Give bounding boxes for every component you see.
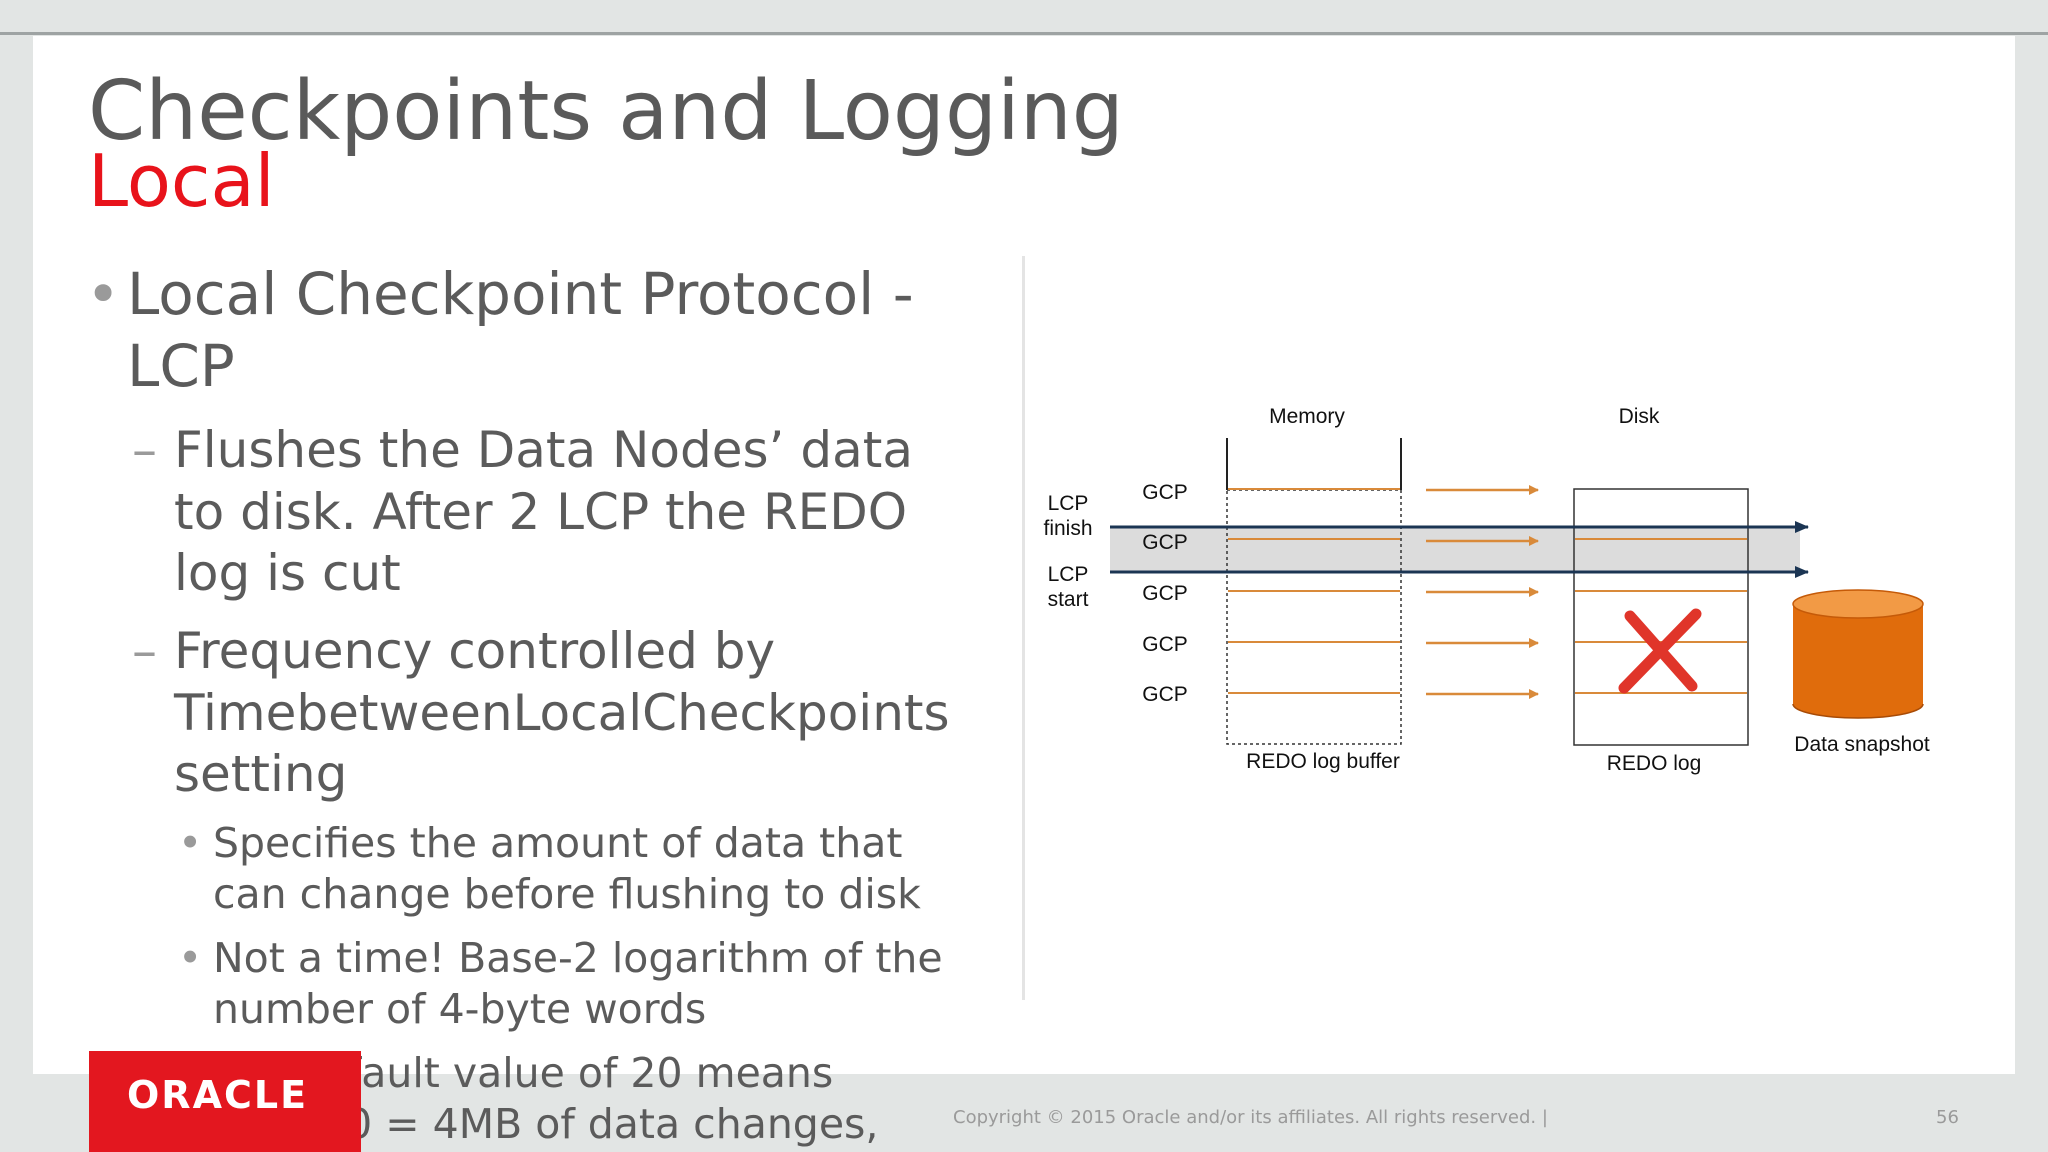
redo-log-box bbox=[1573, 488, 1749, 746]
redo-log-buffer-label: REDO log buffer bbox=[1246, 750, 1400, 773]
lcp-finish-label-line1: LCP bbox=[1048, 492, 1089, 515]
oracle-logo-text: ORACLE bbox=[127, 1073, 309, 1117]
slide-title: Checkpoints and Logging bbox=[88, 64, 1124, 159]
lcp-finish-label-line2: finish bbox=[1043, 517, 1092, 540]
transfer-arrows bbox=[1426, 485, 1539, 699]
gcp-label: GCP bbox=[1142, 481, 1188, 504]
oracle-logo: ORACLE bbox=[89, 1051, 361, 1152]
bullet-lcp-line2: LCP bbox=[127, 332, 235, 400]
data-snapshot-label: Data snapshot bbox=[1794, 733, 1930, 756]
page-number: 56 bbox=[1936, 1107, 1959, 1128]
bullet-marker: • bbox=[178, 819, 203, 867]
bullet-marker: • bbox=[86, 260, 121, 328]
bullet-flushes-line2: to disk. After 2 LCP the REDO bbox=[174, 483, 908, 541]
column-divider bbox=[1022, 256, 1025, 1000]
lcp-start-label-line1: LCP bbox=[1048, 563, 1089, 586]
bullet-marker: • bbox=[178, 934, 203, 982]
gcp-rows bbox=[1228, 488, 1747, 694]
gcp-label: GCP bbox=[1142, 531, 1188, 554]
memory-label: Memory bbox=[1269, 405, 1345, 428]
slide-subtitle: Local bbox=[88, 139, 275, 223]
gcp-label: GCP bbox=[1142, 582, 1188, 605]
lcp-band bbox=[1110, 527, 1800, 572]
bullet-flushes-line1: Flushes the Data Nodes’ data bbox=[174, 421, 913, 479]
bullet-specifies-line1: Specifies the amount of data that bbox=[213, 819, 903, 867]
gcp-label: GCP bbox=[1142, 683, 1188, 706]
bullet-specifies-line2: can change before flushing to disk bbox=[213, 870, 921, 918]
gcp-label: GCP bbox=[1142, 633, 1188, 656]
bullet-frequency-line2: TimebetweenLocalCheckpoints bbox=[174, 684, 950, 742]
bullet-not-a-time-line1: Not a time! Base-2 logarithm of the bbox=[213, 934, 943, 982]
redo-log-label: REDO log bbox=[1607, 752, 1702, 775]
bullet-flushes-line3: log is cut bbox=[174, 544, 401, 602]
lcp-diagram: Memory Disk LCP finish LCP start GCP GCP… bbox=[1043, 405, 1930, 775]
dash-marker: – bbox=[132, 622, 157, 680]
lcp-start-label-line2: start bbox=[1048, 588, 1089, 611]
bullet-frequency-line3: setting bbox=[174, 745, 348, 803]
bullet-not-a-time-line2: number of 4-byte words bbox=[213, 985, 707, 1033]
disk-label: Disk bbox=[1619, 405, 1660, 428]
red-cross-icon bbox=[1618, 608, 1702, 694]
dash-marker: – bbox=[132, 421, 157, 479]
database-cylinder-icon bbox=[1792, 589, 1924, 719]
bullet-lcp-line1: Local Checkpoint Protocol - bbox=[127, 260, 914, 328]
top-rule bbox=[0, 32, 2048, 35]
copyright-text: Copyright © 2015 Oracle and/or its affil… bbox=[953, 1107, 1548, 1128]
bullet-frequency-line1: Frequency controlled by bbox=[174, 622, 776, 680]
